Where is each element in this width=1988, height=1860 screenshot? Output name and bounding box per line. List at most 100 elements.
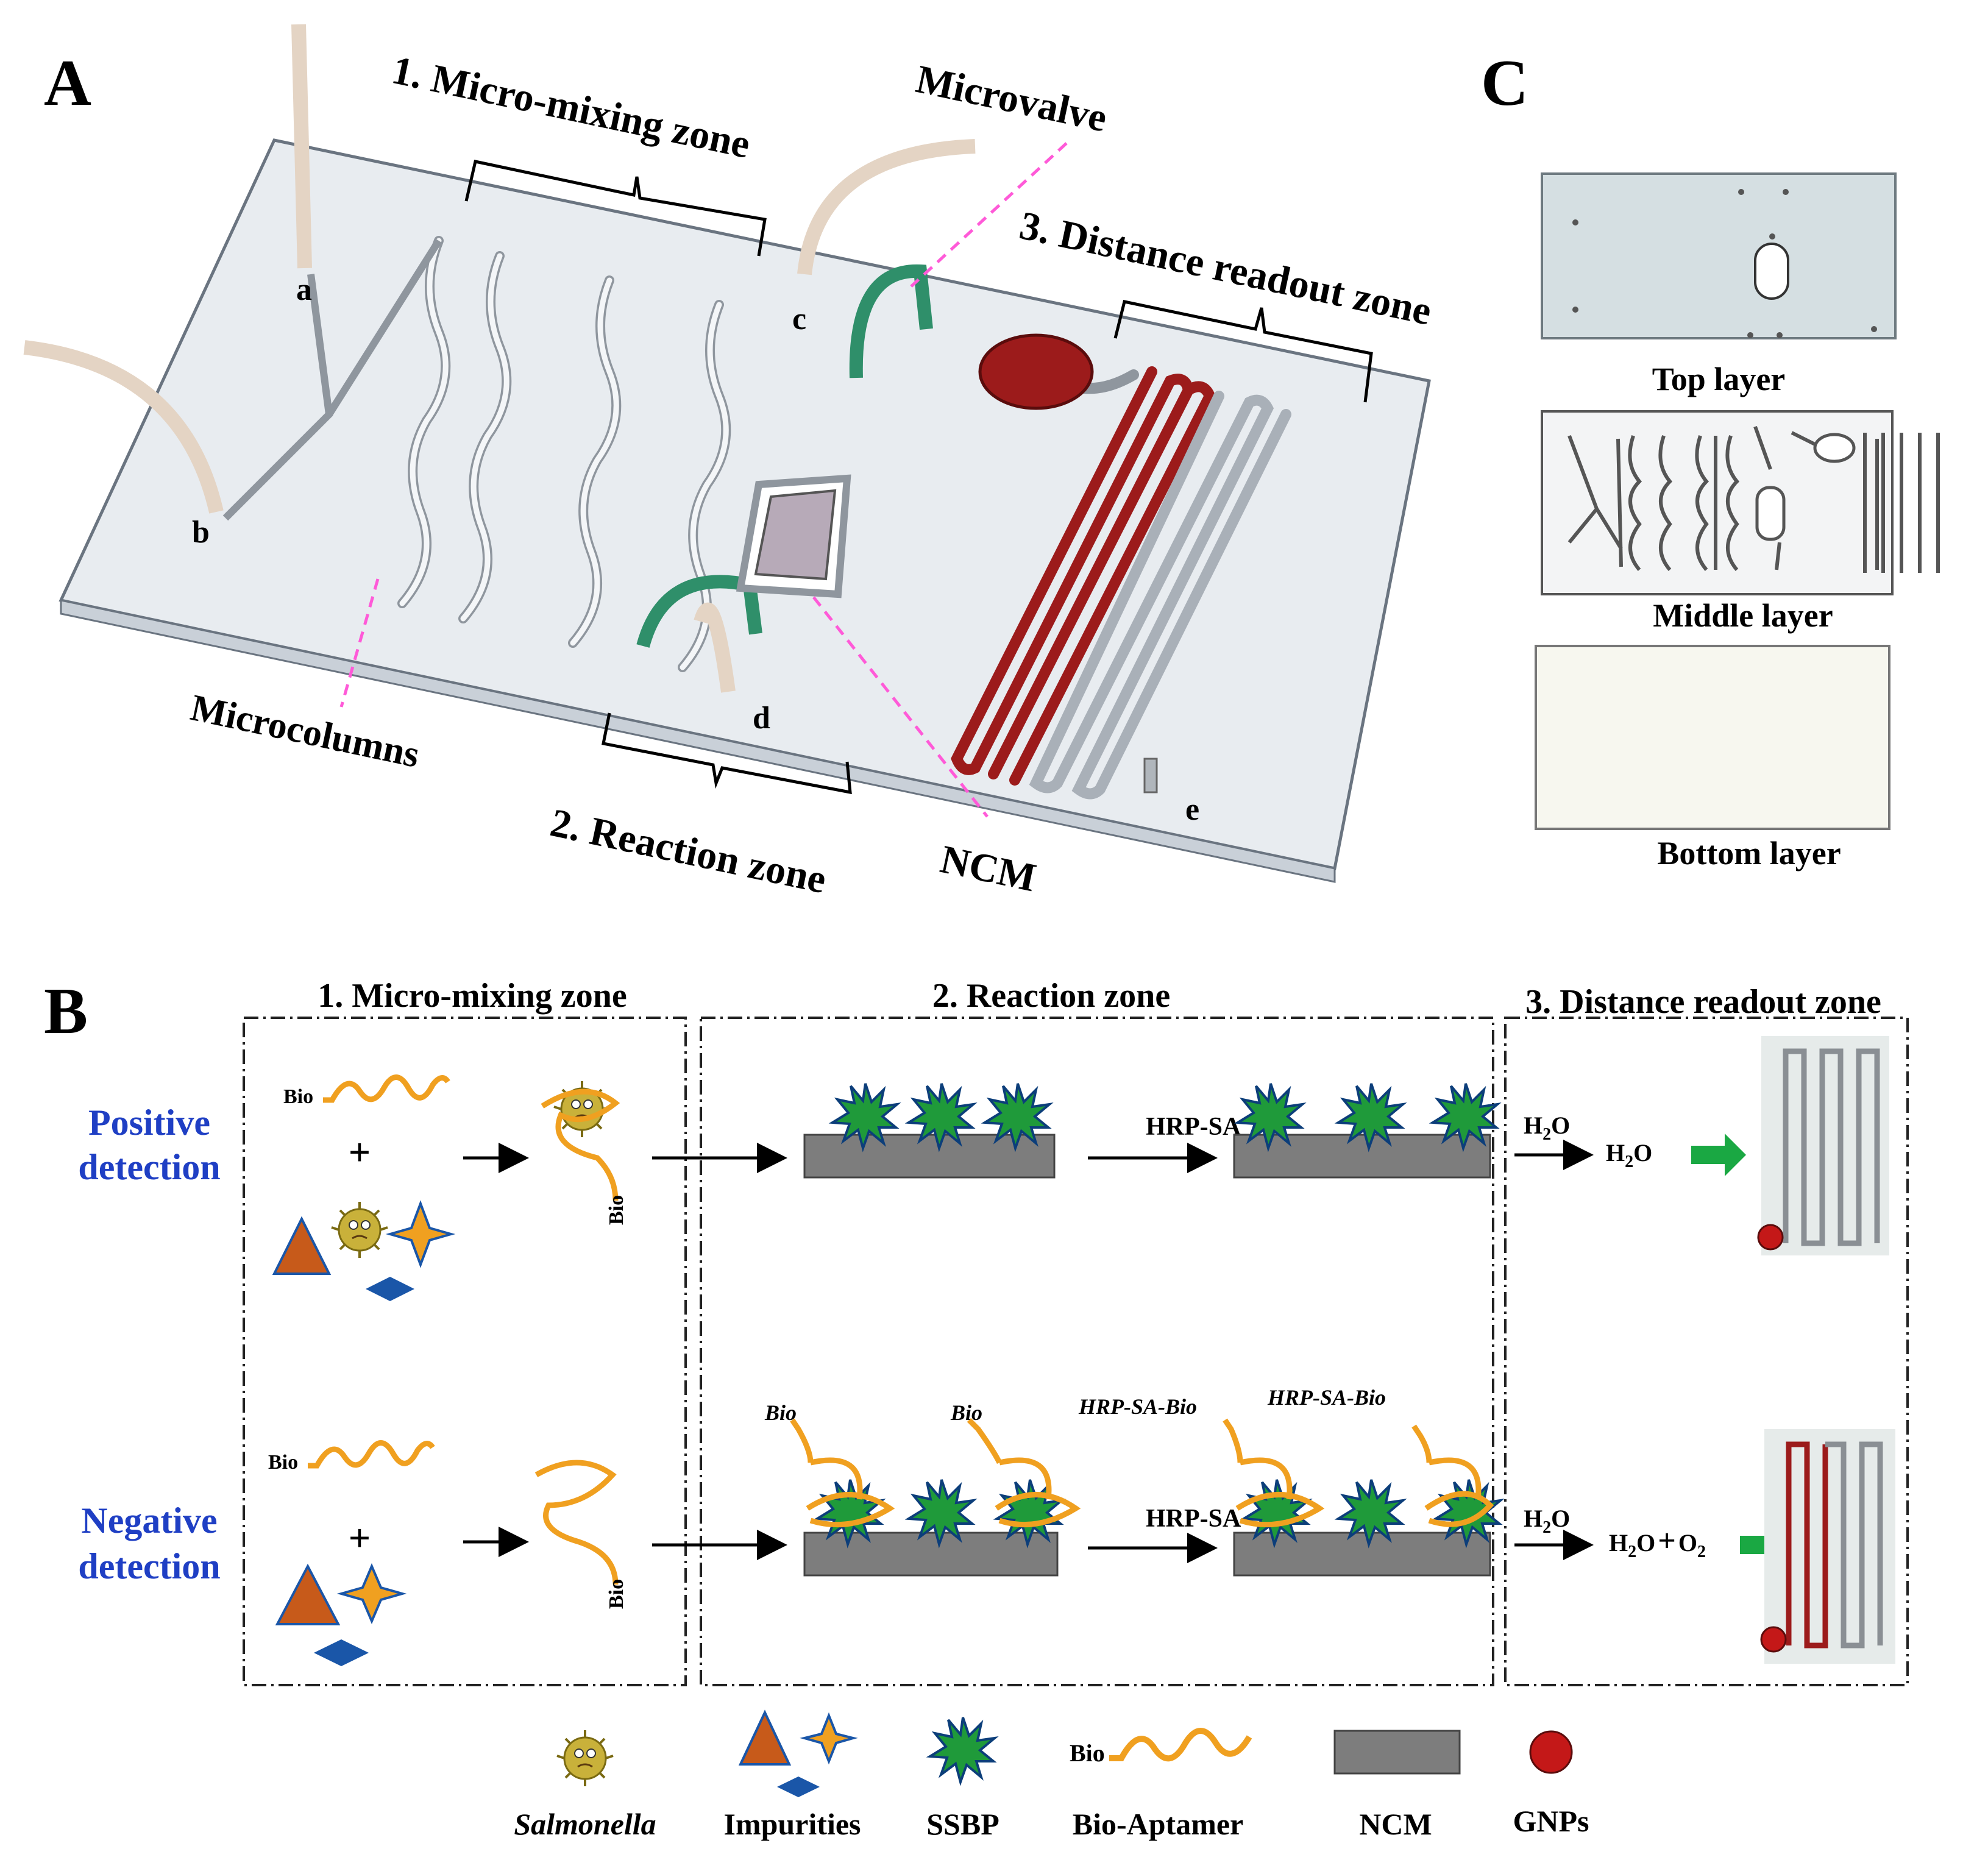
zone3-box <box>1504 1017 1909 1686</box>
top-layer-label: Top layer <box>1652 361 1786 397</box>
b-zone1-title: 1. Micro-mixing zone <box>318 977 627 1015</box>
tube-b <box>23 340 224 514</box>
zone1-label: 1. Micro-mixing zone <box>388 48 754 167</box>
port-d-label: d <box>753 701 770 736</box>
b-zone2-title: 2. Reaction zone <box>932 977 1170 1015</box>
bracket-zone3 <box>1113 300 1373 403</box>
port-a-label: a <box>296 272 312 307</box>
legend-ncm-icon <box>1333 1730 1461 1775</box>
top-layer-holes <box>1572 189 1877 338</box>
legend-gnp-icon <box>1529 1730 1573 1774</box>
pos-folded-aptamer <box>541 1088 620 1201</box>
positive-row: Bio + Bio HRP-SA H2O H2O <box>272 1036 1889 1301</box>
pos-ncm-2 <box>1233 1134 1491 1179</box>
outlet-e-port <box>1143 758 1158 793</box>
ncm-label: NCM <box>937 837 1040 900</box>
panel-b: B 1. Micro-mixing zone 2. Reaction zone … <box>44 975 1909 1841</box>
pos-impurity-star <box>385 1200 456 1268</box>
pos-folded-bio: Bio <box>605 1195 628 1225</box>
neg-folded-aptamer <box>534 1460 619 1585</box>
pos-h2o2-top: H2O <box>1524 1112 1570 1144</box>
pos-salmonella <box>330 1201 389 1259</box>
neg-bound-aptamer-3 <box>1223 1418 1325 1528</box>
middle-layer-reservoir <box>1813 433 1856 463</box>
tube-a <box>291 24 312 269</box>
port-e-label: e <box>1185 792 1199 827</box>
neg-bound-aptamer-2 <box>967 1418 1081 1528</box>
legend-salmonella-icon <box>556 1729 614 1787</box>
pos-readout-channels <box>1783 1048 1880 1246</box>
gnp-reservoir <box>978 333 1094 410</box>
pos-bio-label: Bio <box>283 1085 313 1108</box>
negative-label-line2: detection <box>78 1546 220 1586</box>
bottom-layer-plate <box>1535 645 1890 830</box>
neg-bound-aptamer-4 <box>1411 1424 1494 1527</box>
negative-row: Bio + Bio Bio Bio HRP-SA <box>268 1385 1895 1666</box>
pos-green-arrow <box>1691 1134 1746 1176</box>
pos-impurity-diamond <box>366 1277 414 1301</box>
top-layer-plate <box>1541 172 1897 339</box>
legend-bio-prefix: Bio <box>1070 1739 1105 1767</box>
legend-gnps-label: GNPs <box>1513 1804 1589 1838</box>
neg-h2o2-top: H2O <box>1524 1505 1570 1537</box>
panel-a-label: A <box>44 47 91 119</box>
legend-bio-aptamer-label: Bio-Aptamer <box>1073 1807 1244 1841</box>
middle-layer-label: Middle layer <box>1653 597 1833 634</box>
reaction-valve-tube <box>636 575 762 648</box>
bracket-zone1 <box>464 160 767 257</box>
zone2-label: 2. Reaction zone <box>547 800 830 902</box>
legend-impurity-triangle <box>738 1709 792 1766</box>
tube-c <box>797 139 976 275</box>
pos-gnp-drop <box>1757 1224 1784 1251</box>
port-b-label: b <box>192 515 210 550</box>
microvalve-tube <box>849 264 933 378</box>
neg-bio-tag-2: Bio <box>950 1400 982 1425</box>
negative-label-line1: Negative <box>81 1500 217 1541</box>
neg-hrp-tag-2: HRP-SA-Bio <box>1267 1385 1386 1410</box>
panel-a: A <box>23 24 1435 902</box>
neg-hrp-sa-label: HRP-SA <box>1146 1505 1241 1533</box>
neg-bound-aptamer-1 <box>790 1418 895 1528</box>
neg-bio-tag-1: Bio <box>764 1400 797 1425</box>
microvalve-label: Microvalve <box>912 57 1111 140</box>
panel-b-label: B <box>44 975 88 1048</box>
bracket-zone2 <box>602 712 852 795</box>
zone2-box <box>700 1017 1494 1686</box>
middle-layer-chamber <box>1755 486 1786 541</box>
panel-c: C Top layer Middle layer <box>1481 47 1940 871</box>
neg-readout-panel <box>1764 1429 1895 1664</box>
neg-readout-channels <box>1786 1441 1883 1649</box>
neg-gnp-drop <box>1760 1626 1787 1653</box>
positive-label-line1: Positive <box>88 1102 210 1143</box>
zone1-box <box>243 1017 687 1686</box>
neg-products: H2O+O2 <box>1609 1524 1706 1561</box>
neg-ncm-2 <box>1233 1532 1491 1577</box>
neg-impurity-triangle <box>275 1563 341 1625</box>
tube-d-outlet <box>694 602 736 693</box>
pos-aptamer <box>323 1074 450 1103</box>
neg-hrp-tag-1: HRP-SA-Bio <box>1078 1394 1197 1419</box>
pos-plus: + <box>349 1131 371 1174</box>
chip-plate-edge <box>60 599 1336 883</box>
zone-boxes <box>243 1017 1909 1686</box>
neg-ncm-1 <box>803 1532 1059 1577</box>
legend-impurity-diamond <box>777 1777 820 1797</box>
legend-ncm-label: NCM <box>1359 1807 1432 1841</box>
middle-layer-channels <box>1567 425 1940 573</box>
ncm-membrane <box>754 489 837 581</box>
neg-aptamer <box>308 1440 435 1469</box>
readout-channels <box>951 366 1291 800</box>
legend-aptamer-icon <box>1109 1728 1252 1762</box>
positive-label-line2: detection <box>78 1147 220 1187</box>
pos-impurity-triangle <box>272 1216 332 1275</box>
pos-h2o2-result: H2O <box>1606 1139 1652 1171</box>
neg-plus: + <box>349 1516 371 1560</box>
pos-readout-panel <box>1761 1036 1889 1255</box>
neg-folded-bio: Bio <box>605 1579 628 1609</box>
bottom-layer-label: Bottom layer <box>1657 835 1841 871</box>
legend: Salmonella Impurities SSBP Bio Bio-Aptam… <box>514 1709 1589 1841</box>
legend-impurity-star <box>800 1712 858 1765</box>
panel-c-label: C <box>1481 47 1528 119</box>
neg-bio-label: Bio <box>268 1451 298 1474</box>
